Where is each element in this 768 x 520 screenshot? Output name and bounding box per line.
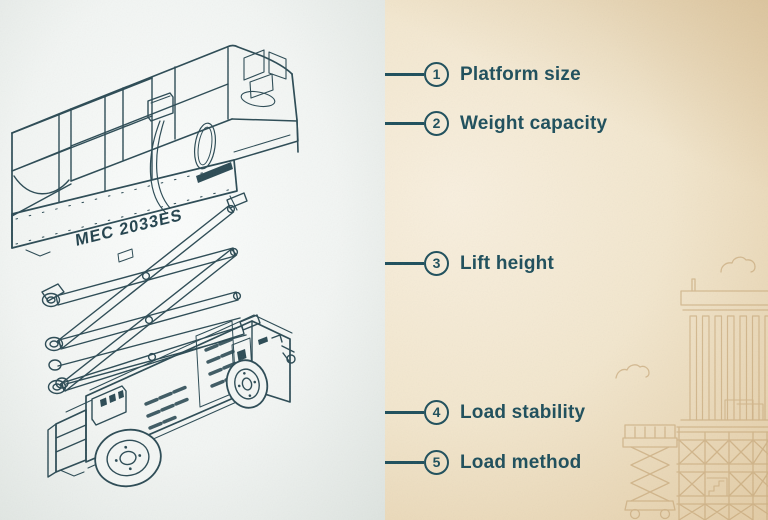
callout-item-weight-capacity: 2 Weight capacity <box>385 111 607 136</box>
leader-line <box>385 262 424 265</box>
item-number-badge: 2 <box>424 111 449 136</box>
leader-line <box>385 122 424 125</box>
leader-line <box>385 461 424 464</box>
item-label: Weight capacity <box>460 112 608 134</box>
item-number-badge: 4 <box>424 400 449 425</box>
platform-drawing: MEC 2033ES <box>11 44 299 263</box>
scissor-lift-illustration: MEC 2033ES <box>11 44 299 488</box>
callout-item-load-method: 5 Load method <box>385 450 581 475</box>
item-label: Load method <box>460 451 582 473</box>
callout-panel: 1 Platform size 2 Weight capacity 3 Lift… <box>385 0 768 520</box>
item-label: Lift height <box>460 252 555 274</box>
leader-line <box>385 411 424 414</box>
callout-item-load-stability: 4 Load stability <box>385 400 585 425</box>
scissor-lift-silhouette-art <box>622 424 678 520</box>
callout-item-lift-height: 3 Lift height <box>385 251 554 276</box>
leader-line <box>385 73 424 76</box>
scaffold-art <box>676 426 768 520</box>
item-label: Load stability <box>460 401 586 423</box>
callout-item-platform-size: 1 Platform size <box>385 62 581 87</box>
item-number-badge: 3 <box>424 251 449 276</box>
model-label: MEC 2033ES <box>75 205 184 250</box>
front-wheel <box>94 428 162 488</box>
item-label: Platform size <box>460 63 581 85</box>
drawing-panel: MEC 2033ES <box>0 0 385 520</box>
chassis-drawing <box>47 314 296 488</box>
building-art <box>676 278 768 428</box>
item-number-badge: 5 <box>424 450 449 475</box>
item-number-badge: 1 <box>424 62 449 87</box>
